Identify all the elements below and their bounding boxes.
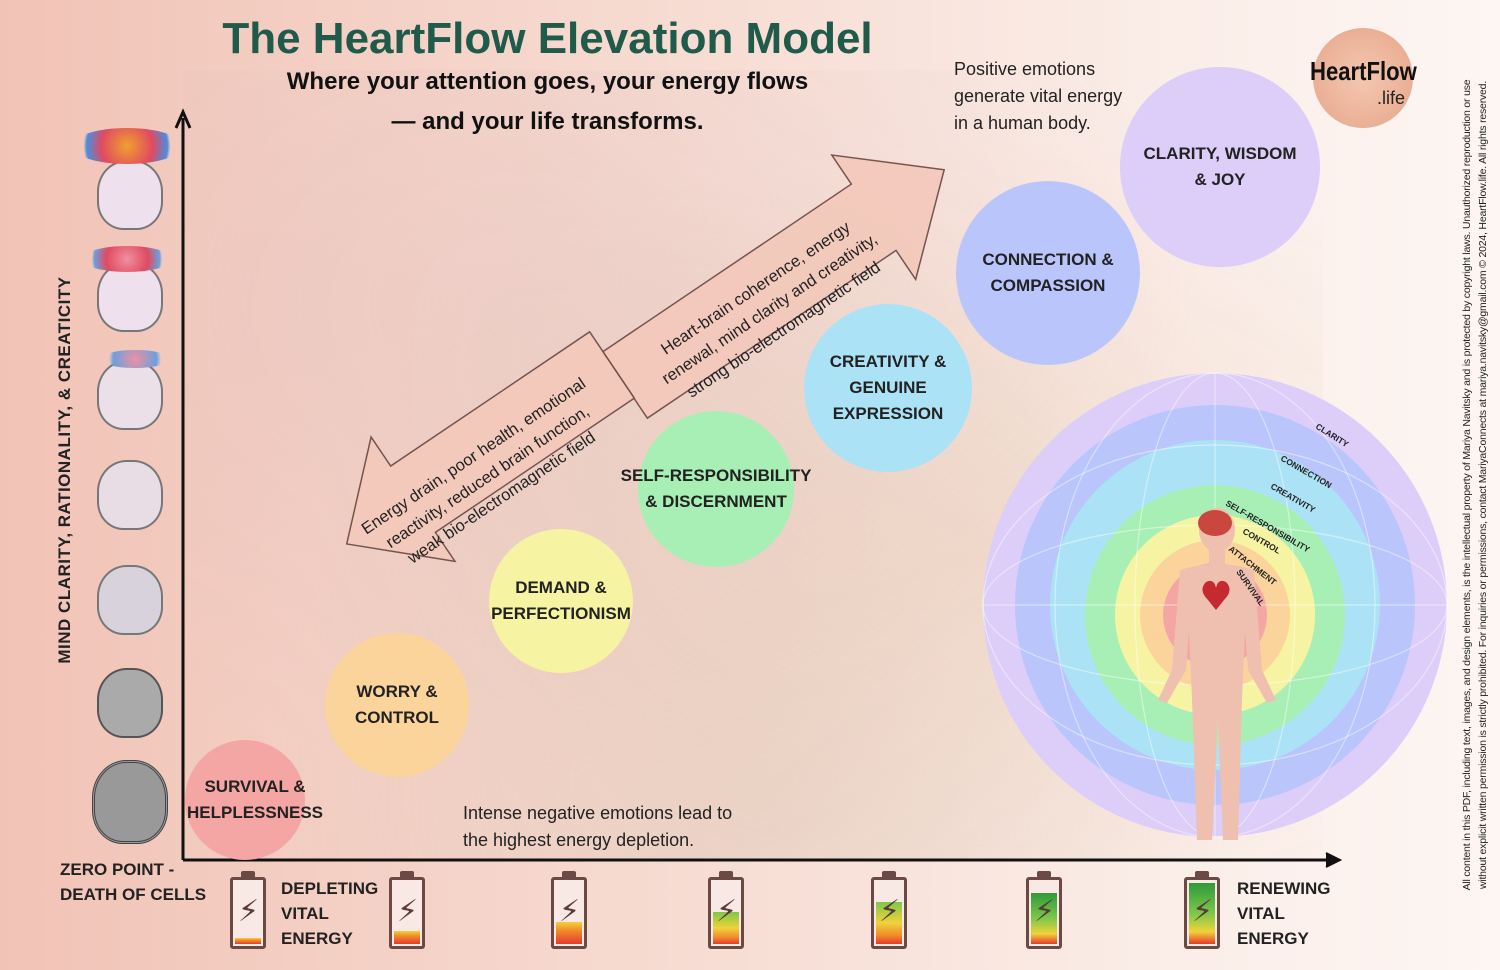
battery-cap [882, 871, 896, 877]
level-connection: CONNECTION & COMPASSION [956, 181, 1140, 365]
level-label: SELF-RESPONSIBILITY [620, 466, 812, 485]
level-worry: WORRY & CONTROL [325, 633, 469, 777]
depleting-label: DEPLETING VITAL ENERGY [281, 876, 378, 951]
arrow-up-renewal [601, 154, 946, 420]
battery-fill [394, 931, 420, 944]
renewing-line: ENERGY [1237, 929, 1309, 948]
battery-fill [876, 902, 902, 944]
level-label: PERFECTIONISM [491, 604, 631, 623]
battery-cap [562, 871, 576, 877]
lightning-icon: ⚡︎ [716, 895, 738, 928]
battery-fill [556, 922, 582, 944]
level-label: EXPRESSION [832, 404, 944, 423]
battery-cap [1195, 871, 1209, 877]
subtitle-line-1: Where your attention goes, your energy f… [286, 68, 809, 95]
brain-energy-burst-icon [72, 128, 182, 164]
note-line: generate vital energy [954, 86, 1123, 106]
lightning-icon: ⚡︎ [238, 895, 260, 928]
battery-cap [400, 871, 414, 877]
depleting-line: VITAL [281, 904, 329, 923]
level-creativity: CREATIVITY & GENUINE EXPRESSION [804, 304, 972, 472]
renewing-line: VITAL [1237, 904, 1285, 923]
battery-icon: ⚡︎ [871, 871, 907, 949]
note-line: the highest energy depletion. [463, 830, 695, 850]
lightning-icon: ⚡︎ [397, 895, 419, 928]
brain-icon [97, 565, 163, 635]
battery-fill [713, 912, 739, 944]
battery-cap [1037, 871, 1051, 877]
logo-name: HeartFlow [1310, 56, 1417, 86]
level-label: GENUINE [849, 378, 927, 397]
renewing-line: RENEWING [1237, 879, 1331, 898]
page-title: The HeartFlow Elevation Model [222, 14, 873, 63]
level-label: & DISCERNMENT [645, 492, 787, 511]
note-line: Intense negative emotions lead to [463, 803, 733, 823]
level-clarity: CLARITY, WISDOM & JOY [1120, 67, 1320, 267]
arrow-down-depletion [345, 330, 636, 563]
copyright-line: without explicit written permission is s… [1477, 80, 1489, 890]
lightning-icon: ⚡︎ [1192, 895, 1214, 928]
battery-fill [1031, 893, 1057, 944]
level-label: CREATIVITY & [829, 352, 947, 371]
brain-icon [97, 262, 163, 332]
battery-cap [719, 871, 733, 877]
level-label: CLARITY, WISDOM [1143, 144, 1297, 163]
battery-icon: ⚡︎ [389, 871, 425, 949]
note-negative-emotions: Intense negative emotions lead to the hi… [463, 800, 732, 854]
level-label: COMPASSION [990, 276, 1106, 295]
brain-icon [92, 760, 168, 844]
brain-icon [97, 668, 163, 738]
x-axis-arrowhead [1325, 852, 1343, 868]
subtitle-line-2: — and your life transforms. [391, 108, 704, 135]
battery-icon: ⚡︎ [1184, 871, 1220, 949]
brain-icon [97, 460, 163, 530]
level-label: CONTROL [354, 708, 440, 727]
battery-icon: ⚡︎ [551, 871, 587, 949]
depleting-line: ENERGY [281, 929, 353, 948]
level-self-responsibility: SELF-RESPONSIBILITY & DISCERNMENT [621, 411, 811, 567]
lightning-icon: ⚡︎ [559, 895, 581, 928]
copyright-line: All content in this PDF, including text,… [1461, 79, 1473, 891]
zero-point-line: DEATH OF CELLS [60, 885, 207, 904]
zero-point-line: ZERO POINT - [60, 860, 175, 879]
copyright-notice: All content in this PDF, including text,… [1459, 20, 1491, 950]
lightning-icon: ⚡︎ [1034, 895, 1056, 928]
logo-suffix: .life [1377, 88, 1406, 108]
level-label: & JOY [1194, 170, 1246, 189]
zero-point-label: ZERO POINT - DEATH OF CELLS [60, 857, 206, 907]
level-label: CONNECTION & [982, 250, 1114, 269]
energy-field-sphere: CLARITYCONNECTIONCREATIVITYSELF-RESPONSI… [982, 372, 1448, 840]
level-survival: SURVIVAL & HELPLESSNESS [185, 740, 323, 860]
y-axis-label: MIND CLARITY, RATIONALITY, & CREATICITY [55, 276, 74, 664]
brain-icon [97, 360, 163, 430]
brain-energy-burst-icon [100, 350, 170, 368]
brain-energy-burst-icon [82, 246, 172, 272]
battery-icon: ⚡︎ [230, 871, 266, 949]
level-label: HELPLESSNESS [186, 803, 324, 822]
note-line: in a human body. [954, 113, 1091, 133]
note-line: Positive emotions [954, 59, 1096, 79]
lightning-icon: ⚡︎ [879, 895, 901, 928]
brain-icon [97, 160, 163, 230]
heartflow-logo [1313, 28, 1413, 128]
depleting-line: DEPLETING [281, 879, 379, 898]
y-axis-arrowhead [174, 108, 192, 129]
level-demand: DEMAND & PERFECTIONISM [489, 529, 633, 673]
note-positive-emotions: Positive emotions generate vital energy … [954, 56, 1122, 137]
battery-fill [235, 938, 261, 944]
renewing-label: RENEWING VITAL ENERGY [1237, 876, 1331, 951]
battery-icon: ⚡︎ [1026, 871, 1062, 949]
human-body-silhouette [1158, 508, 1276, 840]
battery-icon: ⚡︎ [708, 871, 744, 949]
level-label: DEMAND & [515, 578, 607, 597]
battery-cap [241, 871, 255, 877]
battery-fill [1189, 883, 1215, 944]
level-label: WORRY & [356, 682, 438, 701]
level-label: SURVIVAL & [204, 777, 306, 796]
